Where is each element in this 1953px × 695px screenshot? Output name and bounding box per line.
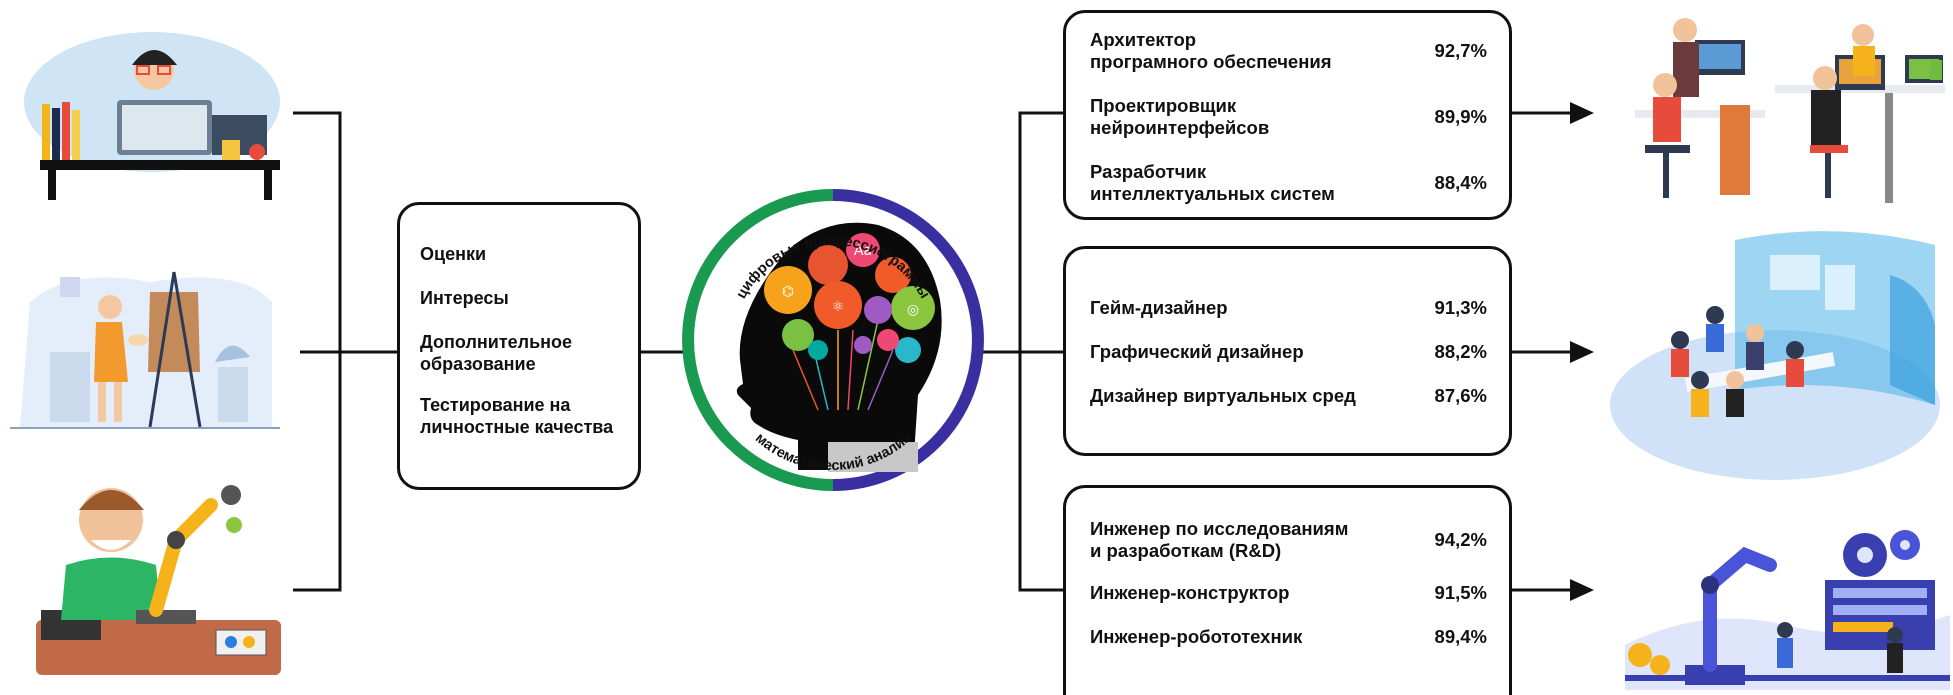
profession-name-line1: Архитектор (1090, 29, 1197, 50)
profession-name: Гейм-дизайнер (1090, 297, 1228, 318)
svg-text:⌬: ⌬ (782, 284, 794, 300)
profession-name-line2: интеллектуальных систем (1090, 183, 1335, 204)
profession-name: Дизайнер виртуальных сред (1090, 385, 1356, 406)
arrow-engineering (1570, 579, 1594, 601)
profession-row: Графический дизайнер 88,2% (1090, 341, 1487, 363)
profession-name-line2: нейроинтерфейсов (1090, 117, 1270, 138)
profession-percent: 94,2% (1434, 529, 1487, 550)
profession-row: Инженер-робототехник 89,4% (1090, 626, 1487, 648)
profession-percent: 92,7% (1434, 40, 1487, 61)
profession-name: Инженер-робототехник (1090, 626, 1303, 647)
arrow-it (1570, 102, 1594, 124)
ring-left (682, 189, 834, 491)
criterion-interests: Интересы (420, 288, 509, 308)
boy-with-robot-arm-illustration (36, 485, 281, 675)
profession-name-line1: Разработчик (1090, 161, 1207, 182)
profession-name-line2: и разработкам (R&D) (1090, 540, 1282, 561)
profession-row: Дизайнер виртуальных сред 87,6% (1090, 385, 1487, 407)
criterion-personality-testing: Тестирование на личностные качества (420, 395, 614, 437)
artist-painting-illustration (10, 271, 280, 429)
team-meeting-hologram-illustration (1610, 231, 1940, 480)
industrial-robotics-illustration (1625, 530, 1950, 690)
profession-percent: 88,4% (1434, 172, 1487, 193)
svg-text:⚛: ⚛ (832, 299, 845, 315)
brain-emblem: Aa ◎ ⚛ ⌬ цифровые профессиограммы матема… (682, 189, 984, 491)
criterion-extra-education: Дополнительное образование (420, 332, 573, 374)
criteria-box: Оценки Интересы Дополнительное образован… (397, 202, 641, 490)
profession-percent: 91,5% (1434, 582, 1487, 603)
profession-percent: 89,4% (1434, 626, 1487, 647)
profession-percent: 91,3% (1434, 297, 1487, 318)
profession-name-line2: програмного обеспечения (1090, 51, 1332, 72)
profession-name: Инженер-конструктор (1090, 582, 1290, 603)
svg-text:◎: ◎ (907, 302, 919, 318)
profession-name: Графический дизайнер (1090, 341, 1304, 362)
student-at-computer-illustration (24, 32, 280, 200)
profession-name-line1: Проектировщик (1090, 95, 1237, 116)
office-workers-illustration (1635, 18, 1945, 203)
svg-text:Aa: Aa (854, 243, 872, 259)
profession-name-line1: Инженер по исследованиям (1090, 518, 1349, 539)
arrow-design (1570, 341, 1594, 363)
criterion-grades: Оценки (420, 244, 487, 264)
design-professions-box: Гейм-дизайнер 91,3% Графический дизайнер… (1063, 246, 1512, 456)
profession-percent: 88,2% (1434, 341, 1487, 362)
profession-row: Гейм-дизайнер 91,3% (1090, 297, 1487, 319)
profession-row: Инженер-конструктор 91,5% (1090, 582, 1487, 604)
profession-percent: 89,9% (1434, 106, 1487, 127)
profession-percent: 87,6% (1434, 385, 1487, 406)
